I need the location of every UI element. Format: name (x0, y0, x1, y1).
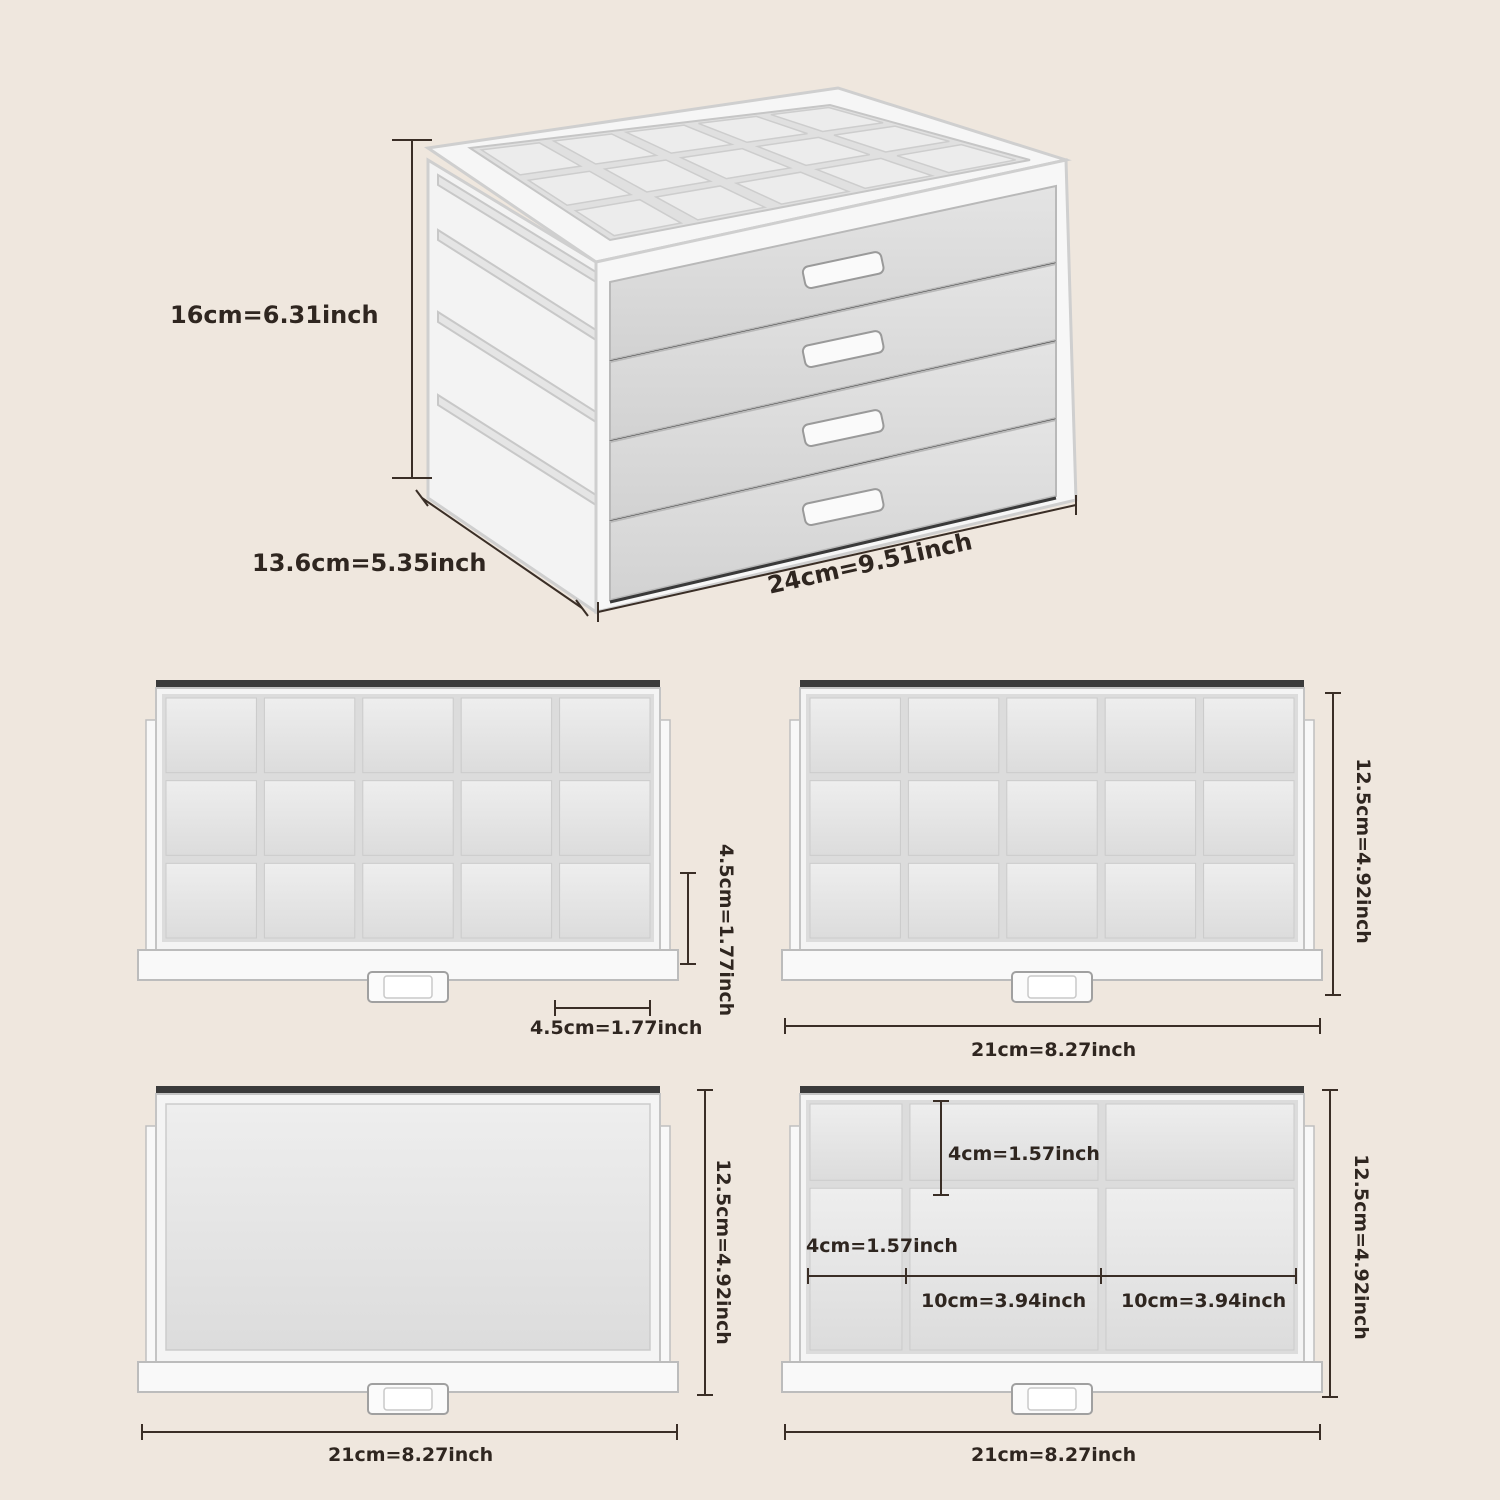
drawer-compartment (1006, 780, 1098, 856)
drawer-compartment (1006, 862, 1098, 939)
cell-height-label: 4.5cm=1.77inch (715, 843, 737, 1017)
drawer-handle-grip (383, 975, 433, 999)
drawer-compartment (362, 697, 454, 774)
drawer-compartment (909, 1187, 1099, 1351)
drawer-compartment (1105, 1103, 1295, 1181)
drawer-compartment (1105, 1187, 1295, 1351)
drawer-shadow-line (609, 496, 1057, 604)
drawer-compartment (907, 780, 1000, 856)
drawer-compartment (1203, 697, 1295, 774)
drawer-compartment (1104, 780, 1197, 856)
drawer-compartment (1203, 780, 1295, 856)
depth-label: 13.6cm=5.35inch (252, 549, 487, 577)
drawer-handle-grip (383, 1387, 433, 1411)
lid-compartment-grid (479, 106, 1016, 237)
drawer-compartment (460, 697, 553, 774)
drawer-back-edge (800, 680, 1304, 688)
drawer-side-rail (789, 719, 801, 963)
drawer-compartment (165, 780, 257, 856)
drawer-compartment (460, 862, 553, 939)
lid-compartment (770, 106, 884, 133)
section-width-mid-label: 10cm=3.94inch (921, 1290, 1087, 1312)
drawer-sections-d (781, 1086, 1323, 1415)
lid-compartment (733, 171, 852, 205)
drawer-c-depth-label: 12.5cm=4.92inch (712, 1159, 734, 1345)
drawer-grid-a (137, 680, 679, 1003)
drawer-d-depth-label: 12.5cm=4.92inch (1350, 1154, 1372, 1340)
lid-compartment (526, 170, 634, 207)
drawer-c-width-label: 21cm=8.27inch (328, 1444, 494, 1466)
lid-compartment (623, 124, 735, 154)
drawer-handle (801, 488, 885, 527)
drawer-compartment (165, 697, 257, 774)
drawer-compartment (165, 1103, 651, 1351)
drawer-compartment (1203, 862, 1295, 939)
panel-dimension-lines (141, 692, 1341, 1440)
drawer-compartment (559, 697, 651, 774)
section-height-label: 4cm=1.57inch (948, 1143, 1100, 1165)
drawer-side-rail (145, 719, 157, 963)
drawer-compartment (1104, 862, 1197, 939)
drawer-side-rail (1303, 1125, 1315, 1375)
drawer-handle (801, 251, 885, 290)
lid-compartment (698, 115, 808, 144)
drawer-handle-grip (1027, 975, 1077, 999)
drawer-compartment (263, 862, 356, 939)
lid-compartment (602, 159, 713, 193)
drawer-compartment (362, 862, 454, 939)
drawer-back-edge (156, 680, 660, 688)
drawer-side-rail (145, 1125, 157, 1375)
organizer-main (423, 86, 1078, 615)
drawer-b-width-label: 21cm=8.27inch (971, 1039, 1137, 1061)
drawer-handle (801, 330, 885, 369)
drawer-d-width-label: 21cm=8.27inch (971, 1444, 1137, 1466)
drawer-b-depth-label: 12.5cm=4.92inch (1352, 758, 1374, 944)
drawer-compartment (460, 780, 553, 856)
drawer-grid-b (781, 680, 1323, 1003)
drawer-side-rail (659, 1125, 671, 1375)
drawer-compartment (809, 1103, 903, 1181)
lid-compartment (479, 142, 583, 176)
drawer-compartment (263, 697, 356, 774)
drawer-side-rail (789, 1125, 801, 1375)
drawer-compartment (165, 862, 257, 939)
drawer-compartment (559, 862, 651, 939)
section-width-left-label: 4cm=1.57inch (806, 1235, 958, 1257)
lid-compartment (813, 157, 935, 190)
drawer-side-rail (1303, 719, 1315, 963)
lid-compartment (896, 143, 1016, 174)
drawer-handle-grip (1027, 1387, 1077, 1411)
drawer-compartment (559, 780, 651, 856)
lid-compartment (754, 136, 870, 167)
drawer-back-edge (156, 1086, 660, 1094)
lid-compartment (653, 185, 768, 221)
drawer-compartment (1104, 697, 1197, 774)
lid-compartment (833, 125, 950, 153)
lid-compartment (573, 198, 684, 237)
drawer-handle (801, 409, 885, 448)
main-dimension-lines (392, 139, 1077, 622)
height-label: 16cm=6.31inch (170, 301, 379, 329)
drawer-compartment (809, 1187, 903, 1351)
drawer-compartment (809, 862, 901, 939)
drawer-compartment (809, 697, 901, 774)
drawer-compartment (907, 697, 1000, 774)
lid-compartment (551, 133, 659, 165)
drawer-compartment (362, 780, 454, 856)
section-width-right-label: 10cm=3.94inch (1121, 1290, 1287, 1312)
drawer-side-rail (659, 719, 671, 963)
drawer-back-edge (800, 1086, 1304, 1094)
drawer-compartment (1006, 697, 1098, 774)
cell-width-label: 4.5cm=1.77inch (530, 1017, 703, 1039)
drawer-compartment (907, 862, 1000, 939)
drawer-compartment (809, 780, 901, 856)
drawer-open-c (137, 1086, 679, 1415)
drawer-compartment (263, 780, 356, 856)
lid-compartment (678, 147, 793, 180)
front-drawers (609, 184, 1057, 604)
